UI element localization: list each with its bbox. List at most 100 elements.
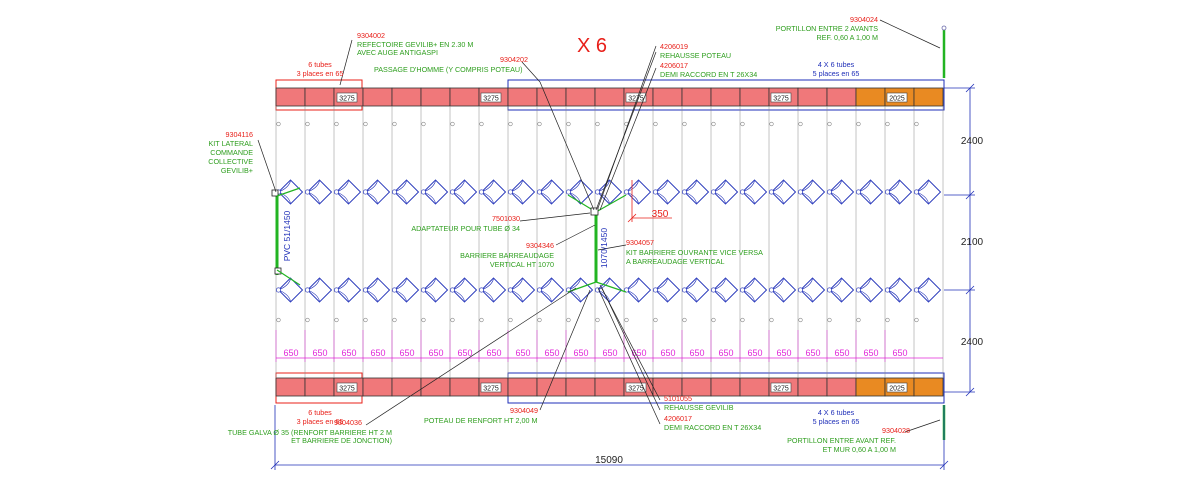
beam-cell (304, 377, 335, 397)
spacing-value: 650 (428, 348, 443, 358)
svg-text:GEVILIB+: GEVILIB+ (221, 166, 253, 175)
svg-text:9304116: 9304116 (226, 130, 253, 139)
svg-text:4206017: 4206017 (660, 61, 688, 70)
stall-fan-icon (625, 179, 652, 205)
stall-fan-icon (770, 179, 797, 205)
stall-fan-icon (683, 277, 710, 303)
segment-label-box (336, 92, 358, 103)
top-segment-label: 3275 (773, 96, 789, 103)
stall-fan-icon (567, 277, 594, 303)
stall-fan-icon (915, 179, 942, 205)
group-top-right-line1: 4 X 6 tubes (818, 60, 855, 69)
stall-fan-icon (451, 277, 478, 303)
svg-text:9304024: 9304024 (850, 15, 878, 24)
spacing-value: 650 (863, 348, 878, 358)
stall-fan-icon (306, 179, 333, 205)
beam-cell (362, 87, 393, 107)
svg-text:REFECTOIRE GEVILIB+ EN 2.30 M: REFECTOIRE GEVILIB+ EN 2.30 M (357, 40, 473, 49)
spacing-value: 650 (602, 348, 617, 358)
beam-cell (536, 87, 567, 107)
beam-cell (710, 377, 741, 397)
beam-cell (739, 87, 770, 107)
svg-text:PASSAGE D'HOMME (Y COMPRIS POT: PASSAGE D'HOMME (Y COMPRIS POTEAU) (374, 65, 522, 74)
stall-fan-icon (799, 179, 826, 205)
svg-text:A BARREAUDAGE VERTICAL: A BARREAUDAGE VERTICAL (626, 257, 725, 266)
stall-fan-icon (335, 277, 362, 303)
stall-fan-icon (596, 179, 623, 205)
beam-cell (681, 87, 712, 107)
bottom-segment-label: 3275 (628, 386, 644, 393)
beam-cell (507, 87, 538, 107)
spacing-value: 650 (747, 348, 762, 358)
stall-fan-icon (422, 277, 449, 303)
stall-fan-icon (306, 277, 333, 303)
beam-cell (507, 377, 538, 397)
beam-cell (420, 377, 451, 397)
stall-fan-icon (625, 277, 652, 303)
dim-band-bottom: 2400 (961, 337, 984, 348)
stall-fan-icon (538, 179, 565, 205)
stall-fan-icon (364, 179, 391, 205)
callout-rehausse-top: 4206019 REHAUSSE POTEAU (660, 42, 731, 60)
beam-cell (449, 377, 480, 397)
callout-rehausse-gevilib: 5101055 REHAUSSE GEVILIB (664, 394, 734, 412)
stall-fan-icon (915, 277, 942, 303)
segment-label-box (886, 382, 908, 393)
beam-cell (913, 87, 944, 107)
svg-text:KIT LATERAL: KIT LATERAL (209, 139, 253, 148)
spacing-value: 650 (341, 348, 356, 358)
stall-fan-icon (828, 277, 855, 303)
stall-dividers (275, 106, 944, 378)
group-top-right-line2: 5 places en 65 (813, 69, 860, 78)
beam-cell (797, 377, 828, 397)
svg-text:BARRIERE BARREAUDAGE: BARRIERE BARREAUDAGE (460, 251, 554, 260)
group-top-left-line2: 3 places en 65 (297, 69, 344, 78)
stall-fan-icon (596, 277, 623, 303)
spacing-value: 650 (515, 348, 530, 358)
stall-fan-icon (654, 179, 681, 205)
callout-tube-galva: 9304036 TUBE GALVA Ø 35 (RENFORT BARRIER… (228, 418, 392, 445)
spacing-value: 650 (283, 348, 298, 358)
stall-fan-icon (741, 179, 768, 205)
beam-cell (855, 87, 886, 107)
stall-fan-icon (335, 179, 362, 205)
stall-fan-icon (538, 277, 565, 303)
callout-barriere: 9304346 BARRIERE BARREAUDAGE VERTICAL HT… (460, 241, 554, 269)
group-bottom-left-line2: 3 places en 65 (297, 417, 344, 426)
spacing-value: 650 (776, 348, 791, 358)
stall-fan-icon (509, 277, 536, 303)
svg-text:9304049: 9304049 (510, 406, 538, 415)
segment-label-box (625, 382, 647, 393)
svg-text:5101055: 5101055 (664, 394, 692, 403)
spacing-value: 650 (457, 348, 472, 358)
stall-fan-icon (857, 277, 884, 303)
svg-text:ADAPTATEUR POUR TUBE Ø 34: ADAPTATEUR POUR TUBE Ø 34 (411, 224, 520, 233)
beam-cell (565, 377, 596, 397)
bottom-segment-label: 3275 (773, 386, 789, 393)
svg-text:COLLECTIVE: COLLECTIVE (208, 157, 253, 166)
stall-fan-icon (364, 277, 391, 303)
svg-text:COMMANDE: COMMANDE (210, 148, 253, 157)
callout-kit-lateral: 9304116 KIT LATERAL COMMANDE COLLECTIVE … (208, 130, 253, 175)
callout-refectoire: 9304002 REFECTOIRE GEVILIB+ EN 2.30 M AV… (357, 31, 473, 57)
offset-dimension (627, 180, 672, 223)
dim-band-top: 2400 (961, 136, 984, 147)
stall-fan-icon (480, 277, 507, 303)
stall-fan-icon (828, 179, 855, 205)
post-cap-icon (271, 189, 279, 197)
svg-text:POTEAU DE RENFORT HT 2,00 M: POTEAU DE RENFORT HT 2,00 M (424, 416, 537, 425)
dim-middle: 2100 (961, 237, 984, 248)
callout-kit-barriere: 9304057 KIT BARRIERE OUVRANTE VICE VERSA… (626, 238, 763, 266)
beam-cell (536, 377, 567, 397)
beam-cell (594, 377, 625, 397)
svg-text:REHAUSSE POTEAU: REHAUSSE POTEAU (660, 51, 731, 60)
beam-cell (275, 377, 306, 397)
beam-cell (826, 87, 857, 107)
spacing-value: 650 (486, 348, 501, 358)
beam-cell (449, 87, 480, 107)
callout-poteau-renfort: 9304049 POTEAU DE RENFORT HT 2,00 M (424, 406, 538, 425)
svg-text:ET BARRIERE DE JONCTION): ET BARRIERE DE JONCTION) (291, 436, 392, 445)
spacing-value: 650 (312, 348, 327, 358)
